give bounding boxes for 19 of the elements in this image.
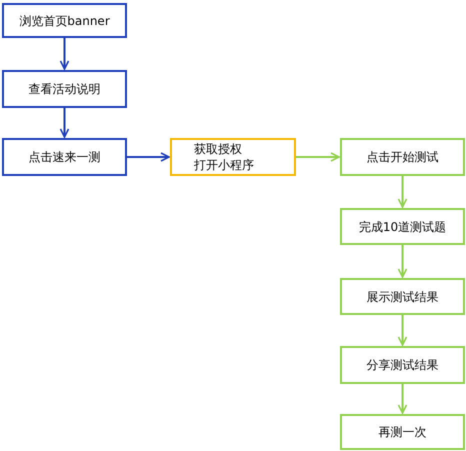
arrow: [398, 384, 408, 414]
arrow: [127, 152, 170, 162]
box-text: 打开小程序: [194, 157, 254, 173]
arrow: [398, 315, 408, 346]
arrow: [60, 108, 70, 138]
arrow: [398, 245, 408, 278]
process-box: 展示测试结果: [340, 278, 465, 315]
process-box: 分享测试结果: [340, 346, 465, 384]
process-box: [170, 138, 296, 176]
arrow: [60, 38, 70, 70]
process-box: 浏览首页banner: [2, 3, 127, 38]
process-box: 点击开始测试: [340, 138, 465, 176]
process-box: 再测一次: [340, 414, 465, 450]
arrow: [296, 152, 340, 162]
process-box: 点击速来一测: [2, 138, 127, 176]
process-box: 查看活动说明: [2, 70, 127, 108]
box-text: 获取授权: [194, 141, 242, 157]
arrow: [398, 176, 408, 208]
process-box: 完成10道测试题: [340, 208, 465, 245]
